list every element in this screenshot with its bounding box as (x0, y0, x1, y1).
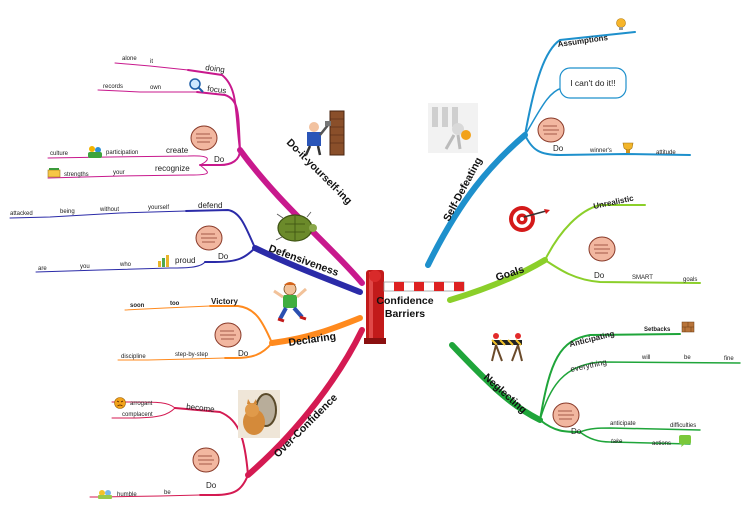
bricks-icon (681, 321, 695, 333)
diy-focus-own: own (150, 85, 161, 91)
diy-doing: doing (205, 63, 226, 74)
people-icon (88, 146, 102, 158)
dec-soon: soon (130, 303, 145, 309)
def-who: who (119, 262, 132, 268)
oc-be: be (164, 490, 171, 496)
neg-fine: fine (724, 356, 734, 362)
pointing-hand-icon (192, 447, 220, 473)
branch-defensiveness (9, 208, 363, 295)
angry-face-icon (114, 397, 126, 409)
neg-setbacks: Setbacks (644, 327, 671, 333)
diy-doing-it: it (150, 59, 153, 65)
def-without: without (99, 207, 119, 213)
branch-neglecting (449, 333, 741, 445)
hammering-man-icon (304, 110, 345, 156)
trophy-icon (622, 142, 634, 153)
pointing-hand-icon (195, 225, 223, 251)
diy-focus: focus (207, 84, 227, 95)
target-icon (509, 206, 550, 232)
diy-participation: participation (106, 150, 138, 156)
dec-step-by-step: step-by-step (175, 352, 209, 358)
def-do: Do (218, 252, 229, 261)
humble-icon (98, 490, 112, 499)
neg-take: take (611, 439, 623, 445)
pointing-hand-icon (552, 402, 580, 428)
neg-actions: actions (652, 441, 671, 447)
speech-icon (679, 435, 691, 447)
pushing-wall-icon (428, 103, 478, 153)
neg-will: will (641, 355, 650, 361)
neg-everything: everything (570, 357, 608, 373)
pointing-hand-icon (588, 236, 616, 262)
center-barrier-icon (364, 270, 465, 344)
diy-your: your (113, 170, 125, 176)
oc-complacent: complacent (122, 412, 153, 418)
branch-title-declaring: Declaring (288, 330, 337, 349)
dec-victory: Victory (211, 297, 239, 306)
goals-unrealistic: Unrealistic (593, 194, 635, 211)
strengths-icon (47, 168, 61, 178)
pointing-hand-icon (537, 117, 565, 143)
pointing-hand-icon (190, 125, 218, 151)
sd-assumptions: Assumptions (557, 33, 609, 49)
sd-attitude: attitude (656, 150, 676, 156)
sd-winners: winner's (589, 148, 612, 154)
diy-strengths: strengths (64, 172, 89, 178)
diy-create: create (166, 146, 189, 155)
diy-culture: culture (50, 151, 69, 157)
dec-discipline: discipline (121, 354, 146, 360)
turtle-icon (275, 211, 317, 242)
oc-arrogant: arrogant (130, 401, 153, 407)
neg-anticipating: Anticipating (568, 329, 615, 349)
def-attacked: attacked (10, 211, 33, 217)
neg-be: be (684, 355, 691, 361)
branch-goals (447, 204, 701, 303)
branch-title-over-confidence: Over-Confidence (272, 392, 340, 460)
speech-bubble: I can't do it!! (559, 67, 627, 99)
sd-bubble-text: I can't do it!! (570, 78, 616, 88)
neg-difficulties: difficulties (670, 423, 696, 429)
def-yourself: yourself (148, 205, 169, 211)
center-title-line1: Confidence (376, 295, 433, 307)
pointing-hand-icon (214, 322, 242, 348)
running-boy-icon (273, 282, 307, 323)
diy-recognize: recognize (155, 164, 190, 173)
def-proud: proud (175, 256, 195, 265)
def-being: being (60, 209, 75, 215)
dec-too: too (170, 301, 180, 307)
cat-mirror-icon (238, 390, 280, 438)
branch-declaring (117, 305, 363, 361)
magnifier-icon (189, 78, 204, 93)
center-title-line2: Barriers (385, 308, 425, 320)
oc-do: Do (206, 481, 217, 490)
def-you: you (80, 264, 90, 270)
neg-anticipate: anticipate (610, 421, 636, 427)
dec-do: Do (238, 349, 249, 358)
diy-do: Do (214, 155, 225, 164)
oc-become: become (186, 402, 216, 414)
diy-focus-records: records (103, 84, 123, 90)
goals-goals: goals (683, 277, 697, 283)
neg-do: Do (571, 427, 582, 436)
sd-do: Do (553, 144, 564, 153)
lightbulb-icon (616, 18, 626, 30)
goals-do: Do (594, 271, 605, 280)
def-are: are (38, 266, 47, 272)
branch-title-neglecting: Neglecting (481, 371, 529, 416)
chart-icon (158, 255, 169, 267)
branch-title-self-defeating: Self-Defeating (441, 155, 485, 223)
road-barrier-icon (491, 333, 523, 362)
diy-doing-alone: alone (122, 56, 137, 62)
def-defend: defend (198, 201, 222, 210)
oc-humble: humble (117, 492, 137, 498)
goals-smart: SMART (632, 275, 653, 281)
branch-self-defeating (425, 31, 691, 268)
